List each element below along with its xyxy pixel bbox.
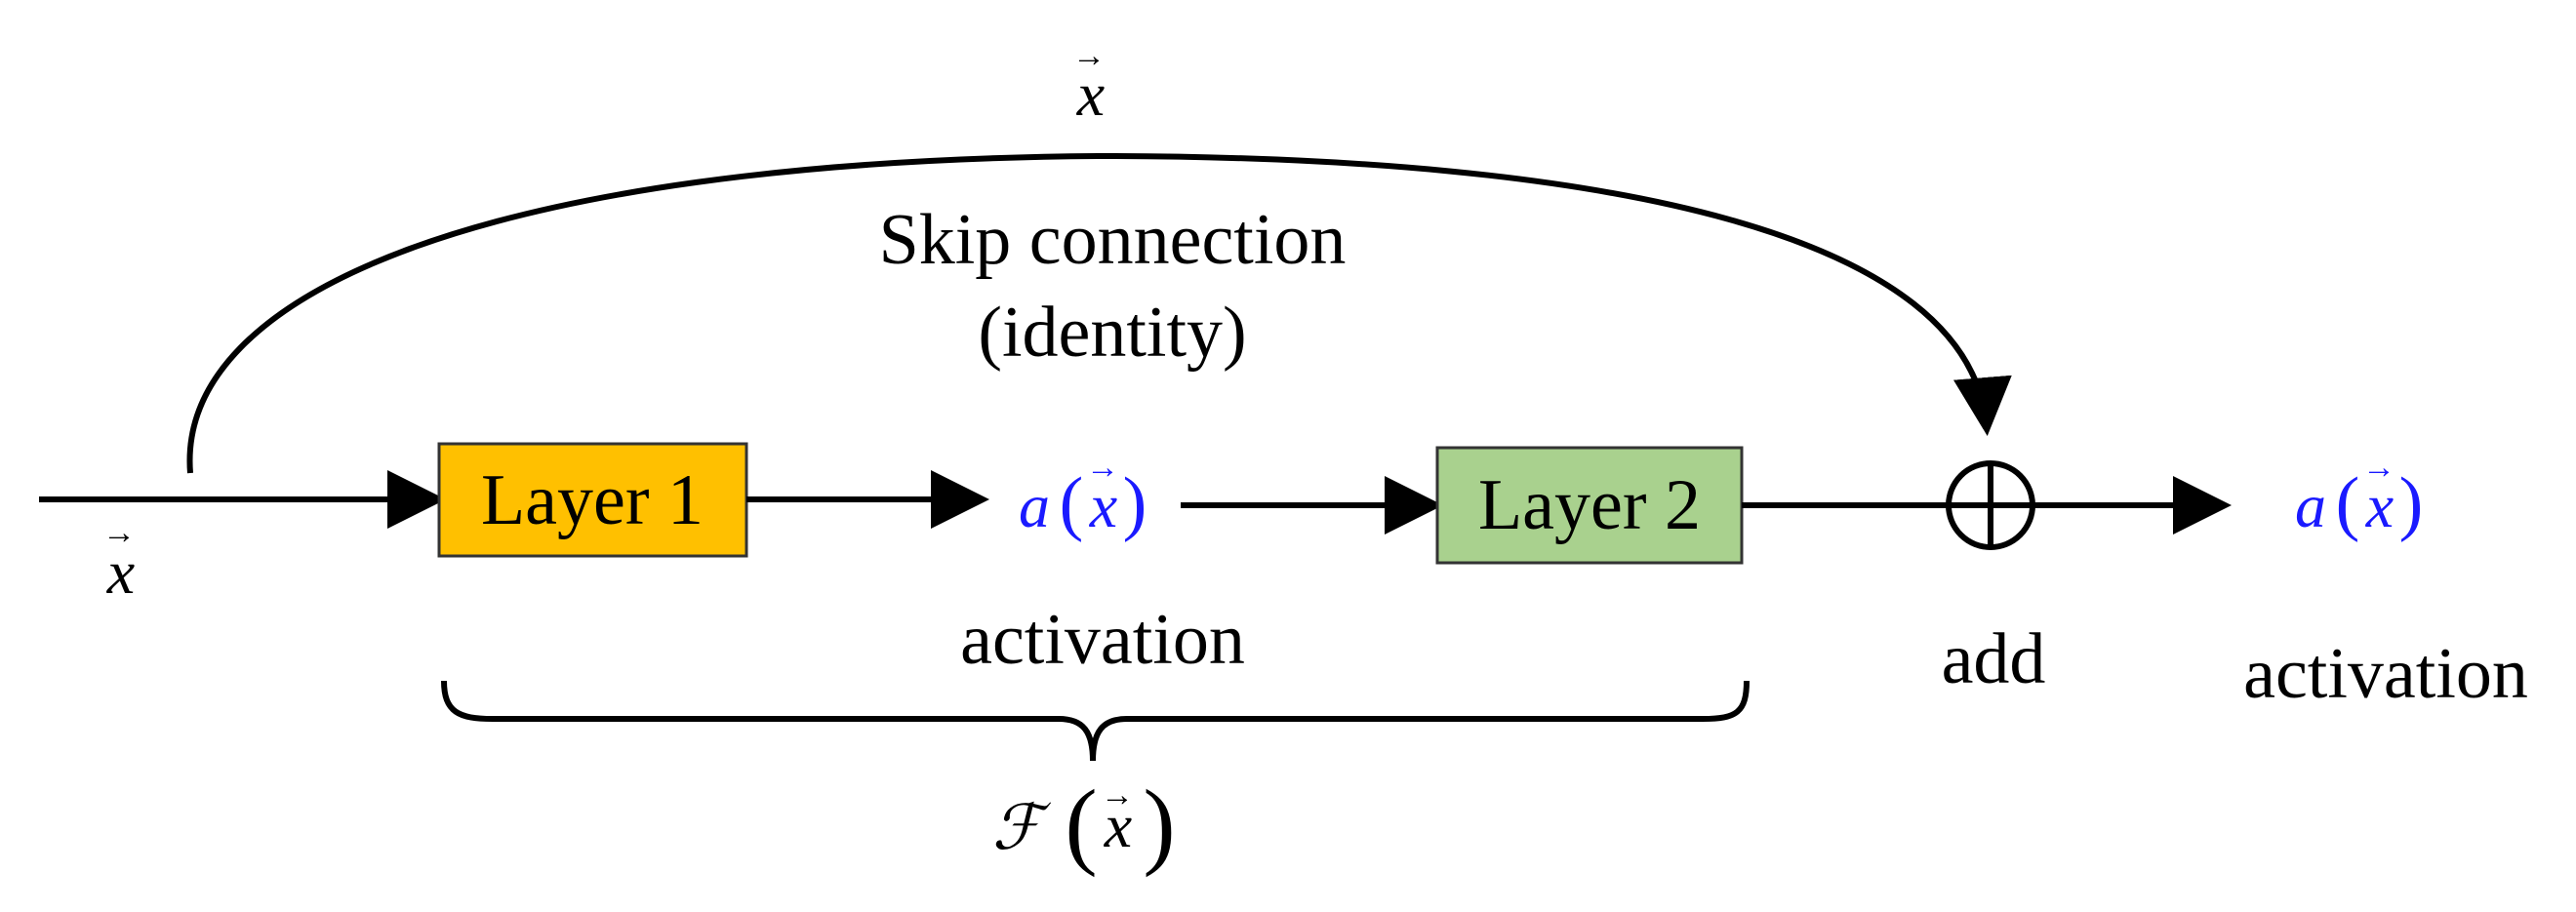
add-caption: add bbox=[1942, 619, 2046, 699]
input-label: x bbox=[106, 537, 135, 607]
mid-output-open-paren: ( bbox=[1060, 463, 1084, 543]
input-vector-mark: → bbox=[102, 515, 136, 551]
skip-connection-arc bbox=[186, 152, 2012, 474]
final-output-open-paren: ( bbox=[2336, 463, 2360, 543]
layer2-label: Layer 2 bbox=[1478, 465, 1701, 545]
mid-output-var: x bbox=[1089, 471, 1117, 540]
mid-output-close-paren: ) bbox=[1123, 463, 1147, 543]
add-node-icon bbox=[1946, 460, 2035, 550]
layer1-label: Layer 1 bbox=[481, 460, 704, 540]
residual-brace bbox=[441, 680, 1750, 762]
final-output-close-paren: ) bbox=[2399, 463, 2424, 543]
skip-connection-title: Skip connection bbox=[879, 200, 1347, 280]
final-activation-caption: activation bbox=[2243, 634, 2528, 714]
skip-vector-mark: → bbox=[1072, 38, 1106, 74]
residual-var: x bbox=[1104, 791, 1132, 860]
layer1-box bbox=[437, 442, 748, 558]
final-output-vector-mark: → bbox=[2362, 450, 2395, 486]
residual-function-label: ℱ ( → x ) bbox=[992, 770, 1176, 878]
mid-output-vector-mark: → bbox=[1086, 450, 1119, 486]
skip-input-label: x bbox=[1076, 59, 1105, 129]
final-output-func: a bbox=[2295, 471, 2326, 540]
residual-func: ℱ bbox=[992, 793, 1052, 862]
residual-vector-mark: → bbox=[1101, 777, 1134, 813]
final-activation-output: → a ( x ) bbox=[2295, 450, 2423, 543]
residual-open-paren: ( bbox=[1065, 770, 1097, 878]
layer2-box bbox=[1435, 446, 1744, 565]
mid-activation-caption: activation bbox=[960, 600, 1245, 680]
skip-connection-subtitle: (identity) bbox=[978, 293, 1246, 373]
final-output-var: x bbox=[2365, 471, 2394, 540]
residual-close-paren: ) bbox=[1143, 770, 1175, 878]
mid-activation-output: → a ( x ) bbox=[1019, 450, 1147, 543]
mid-output-func: a bbox=[1019, 471, 1050, 540]
